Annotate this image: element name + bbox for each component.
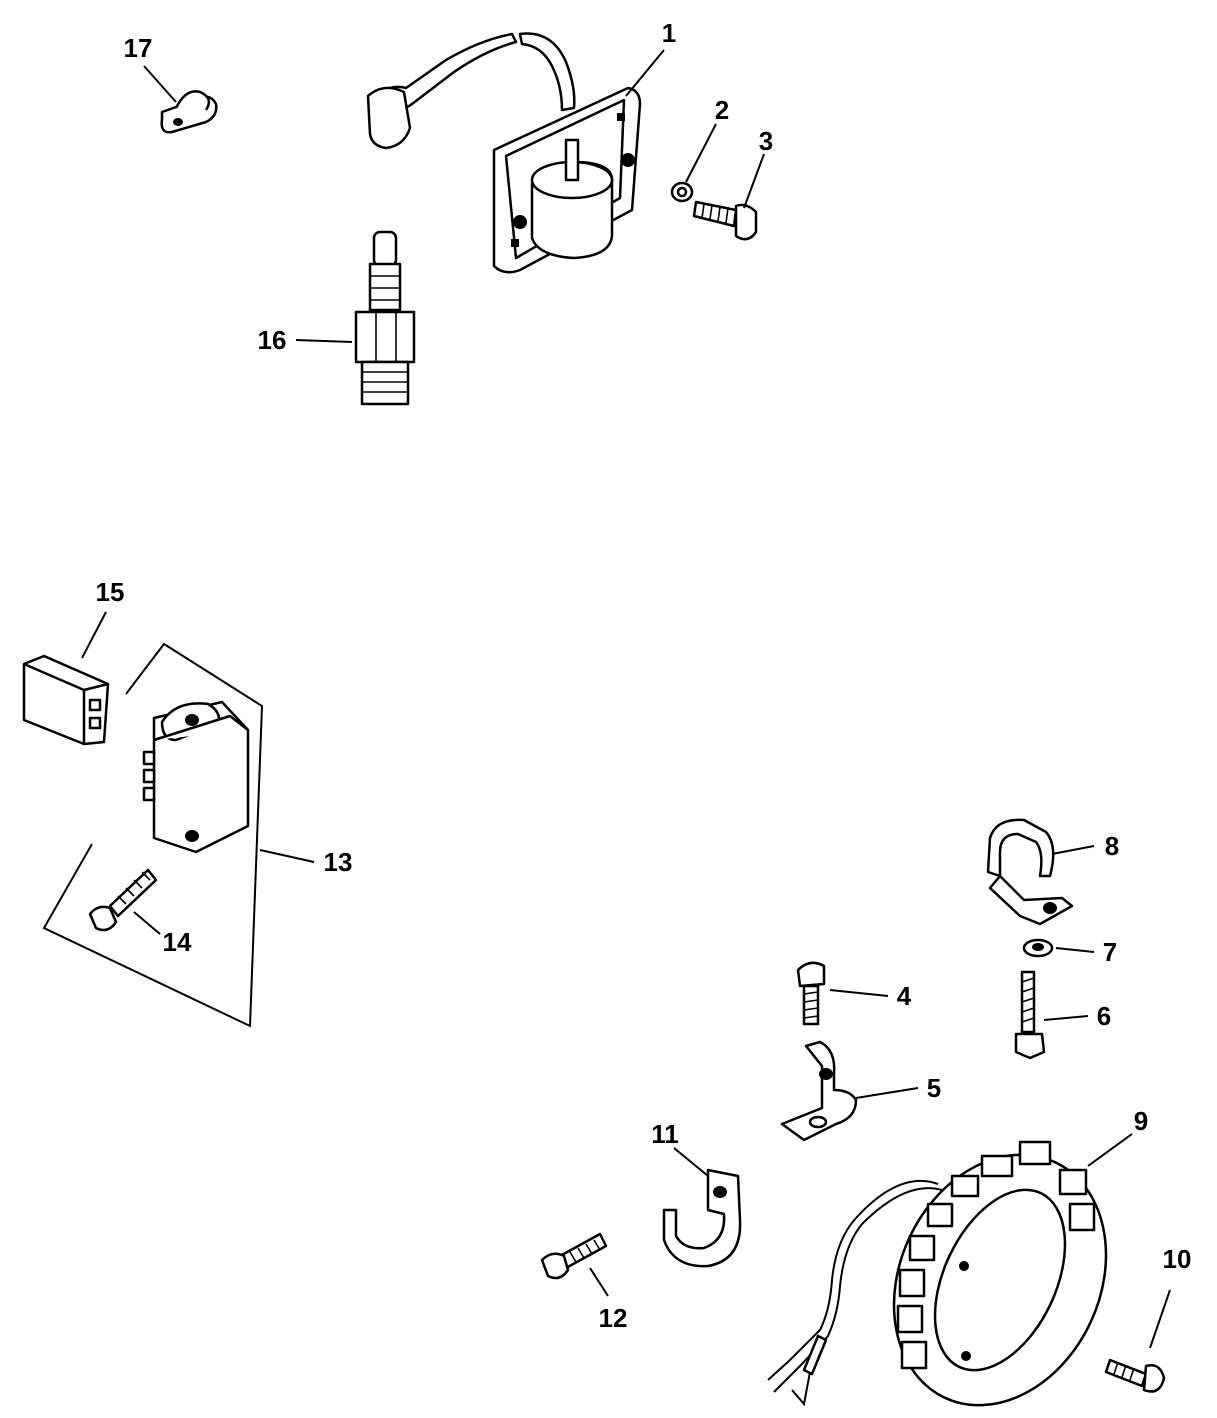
leader-4 — [829, 989, 889, 997]
leader-15 — [81, 611, 107, 659]
stator-part-9 — [767, 1140, 1108, 1407]
callout-10: 10 — [1162, 1244, 1192, 1274]
callout-8: 8 — [1104, 831, 1120, 861]
connector-cover-part-15 — [22, 654, 110, 746]
screw-part-3 — [692, 200, 758, 241]
callout-4: 4 — [896, 981, 912, 1011]
washer-part-7 — [1022, 938, 1054, 958]
clamp-part-5 — [780, 1040, 858, 1142]
callout-9: 9 — [1133, 1106, 1149, 1136]
callout-14: 14 — [162, 927, 192, 957]
leader-6 — [1043, 1015, 1089, 1021]
washer-part-2 — [670, 181, 694, 203]
callout-5: 5 — [926, 1073, 942, 1103]
callout-2: 2 — [714, 95, 730, 125]
leader-8 — [1051, 845, 1095, 855]
screw-part-6 — [1014, 970, 1046, 1060]
clamp-part-8 — [986, 818, 1074, 926]
callout-17: 17 — [123, 33, 153, 63]
leader-13 — [259, 849, 315, 863]
clamp-part-11 — [662, 1168, 742, 1268]
screw-part-10 — [1104, 1358, 1166, 1393]
callout-12: 12 — [598, 1303, 628, 1333]
callout-11: 11 — [651, 1119, 679, 1149]
power-pack-part-13 — [142, 700, 250, 854]
screw-part-14 — [88, 868, 158, 932]
callout-16: 16 — [257, 325, 287, 355]
screw-part-12 — [540, 1232, 608, 1280]
leader-11 — [673, 1147, 709, 1177]
leader-10 — [1149, 1289, 1171, 1349]
leader-12 — [589, 1267, 609, 1297]
callout-15: 15 — [95, 577, 125, 607]
leader-17 — [143, 65, 177, 103]
ignition-coil-part-1 — [366, 32, 642, 274]
spark-plug-part-16 — [354, 230, 416, 406]
leader-1 — [625, 49, 665, 97]
cable-clamp-part-17 — [160, 90, 218, 134]
callout-1: 1 — [661, 18, 677, 48]
leader-5 — [855, 1087, 919, 1099]
callout-6: 6 — [1096, 1001, 1112, 1031]
callout-3: 3 — [758, 126, 774, 156]
leader-14 — [133, 911, 161, 935]
leader-3 — [743, 153, 765, 209]
callout-13: 13 — [323, 847, 353, 877]
leader-7 — [1055, 947, 1095, 953]
callout-7: 7 — [1102, 937, 1118, 967]
power-pack-group — [22, 642, 264, 1028]
screw-part-4 — [796, 961, 826, 1026]
leader-9 — [1087, 1133, 1133, 1167]
leader-lines — [81, 49, 1171, 1349]
leader-2 — [685, 123, 717, 183]
leader-16 — [295, 339, 353, 343]
